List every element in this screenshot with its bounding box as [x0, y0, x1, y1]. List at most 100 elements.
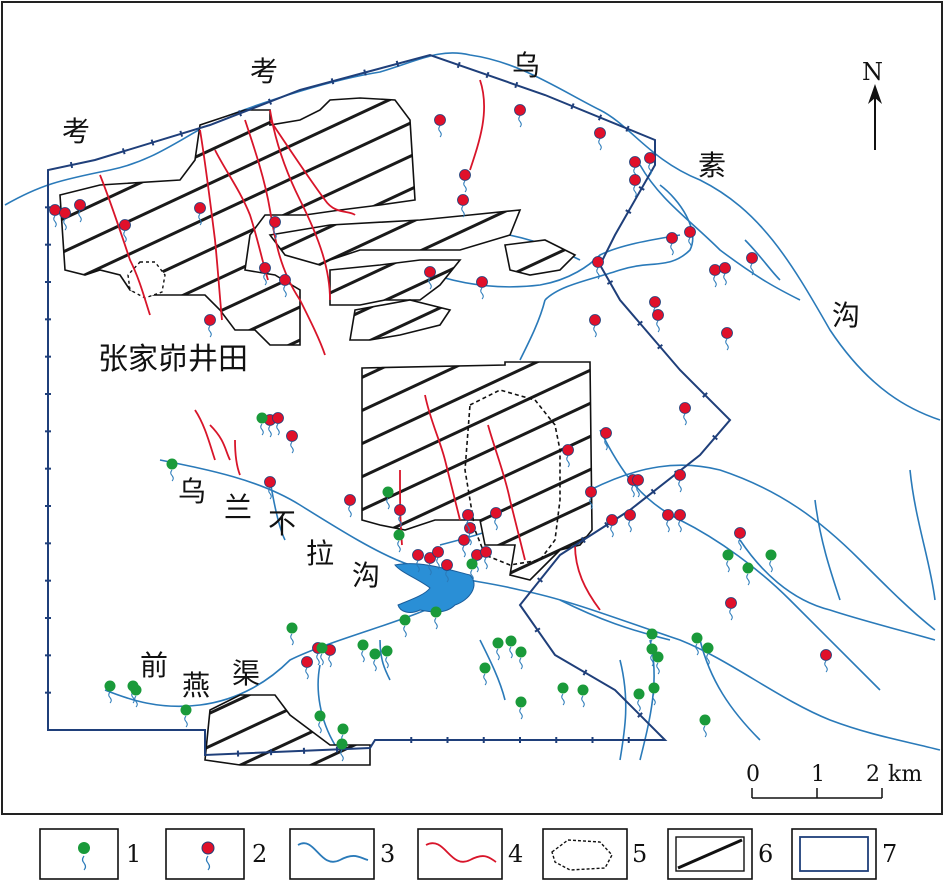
legend-num-3: 3	[380, 840, 396, 868]
green-spring-marker	[515, 646, 527, 670]
legend	[39, 828, 877, 880]
green-spring-marker	[399, 614, 411, 638]
scale-bar	[751, 788, 883, 799]
boundary-tick	[625, 209, 632, 215]
boundary-tick	[657, 343, 663, 350]
green-spring-marker	[577, 684, 589, 708]
red-spring-marker	[674, 509, 686, 533]
legend-num-7: 7	[882, 840, 898, 868]
label-su: 素	[698, 149, 727, 182]
red-spring-marker	[606, 514, 618, 538]
green-spring-marker	[652, 651, 664, 675]
mine-boundary	[45, 53, 732, 757]
red-spring-marker	[394, 504, 406, 528]
green-spring-marker	[466, 558, 478, 582]
red-spring-marker	[119, 219, 131, 243]
boundary-tick	[570, 103, 575, 110]
red-spring-marker	[721, 327, 733, 351]
boundary-tick	[330, 78, 335, 85]
boundary-tick	[69, 161, 74, 169]
red-spring-marker	[679, 402, 691, 426]
green-spring-marker	[369, 648, 381, 672]
red-spring-marker	[652, 309, 664, 333]
legend-box-5	[542, 828, 628, 880]
red-spring-marker	[589, 314, 601, 338]
green-spring-marker	[336, 738, 348, 762]
red-spring-marker	[204, 314, 216, 338]
river-kaokaowusu	[4, 52, 941, 421]
boundary-tick	[712, 434, 718, 441]
red-spring-marker	[820, 649, 832, 673]
green-spring-marker	[382, 486, 394, 510]
green-spring-marker	[633, 688, 645, 712]
red-spring-marker	[412, 549, 424, 573]
legend-box-4	[417, 828, 503, 880]
hatched-dashed-boundary-main	[464, 389, 561, 566]
green-spring-marker	[357, 639, 369, 663]
legend-num-2: 2	[252, 840, 268, 868]
red-spring-marker	[746, 252, 758, 276]
green-spring-marker	[691, 632, 703, 656]
legend-box-6	[667, 828, 753, 880]
red-spring-marker	[432, 546, 444, 570]
green-spring-marker	[742, 562, 754, 586]
red-spring-marker	[194, 202, 206, 226]
label-wulan-2: 兰	[224, 491, 253, 524]
red-spring-marker	[74, 199, 86, 223]
label-gou-right: 沟	[832, 299, 861, 332]
scale-tick-2: 2	[866, 762, 880, 787]
red-spring-marker	[662, 509, 674, 533]
red-spring-marker	[600, 427, 612, 451]
boundary-tick	[514, 81, 519, 89]
lake	[394, 563, 475, 613]
boundary-tick	[121, 148, 126, 155]
red-spring-marker	[286, 430, 298, 454]
boundary-tick	[534, 627, 541, 633]
legend-boundary-icon	[799, 836, 869, 872]
map-frame	[1, 1, 943, 815]
green-spring-marker	[393, 529, 405, 553]
red-spring-marker	[725, 597, 737, 621]
red-spring-marker	[441, 559, 453, 583]
north-label: N	[862, 58, 883, 86]
red-spring-marker	[514, 104, 526, 128]
green-spring-marker	[765, 549, 777, 573]
boundary-tick	[582, 669, 588, 676]
small-dashed-boundary	[127, 261, 166, 299]
green-spring-marker	[557, 682, 569, 706]
green-spring-marker	[130, 684, 142, 708]
legend-box-7	[791, 828, 877, 880]
boundary-tick	[597, 114, 603, 121]
red-spring-marker	[476, 276, 488, 300]
legend-num-1: 1	[126, 840, 142, 868]
legend-gully-icon	[425, 842, 497, 863]
green-spring-marker	[166, 458, 178, 482]
green-spring-marker	[492, 637, 504, 661]
legend-red-spring-icon	[201, 841, 215, 855]
boundary-tick	[363, 69, 367, 76]
green-spring-marker	[316, 642, 328, 666]
river-network	[4, 52, 941, 761]
red-spring-marker	[719, 262, 731, 286]
boundary-tick	[702, 392, 708, 398]
red-spring-marker	[49, 204, 61, 228]
legend-num-4: 4	[508, 840, 524, 868]
boundary-tick	[625, 125, 630, 132]
boundary-tick	[650, 488, 656, 495]
label-wulan-5: 沟	[352, 559, 381, 592]
red-spring-marker	[629, 174, 641, 198]
label-wulan-4: 拉	[306, 537, 335, 570]
boundary-tick	[606, 280, 614, 285]
legend-river-icon	[297, 842, 369, 863]
green-spring-marker	[515, 696, 527, 720]
red-spring-marker	[59, 207, 71, 231]
legend-box-2	[165, 828, 245, 880]
red-spring-marker	[684, 226, 696, 250]
green-spring-marker	[180, 704, 192, 728]
green-spring-marker	[722, 549, 734, 573]
green-spring-marker	[646, 643, 658, 667]
red-spring-marker	[424, 552, 436, 576]
scale-tick-0: 0	[746, 762, 760, 787]
red-spring-marker	[490, 507, 502, 531]
boundary-tick	[456, 61, 461, 69]
